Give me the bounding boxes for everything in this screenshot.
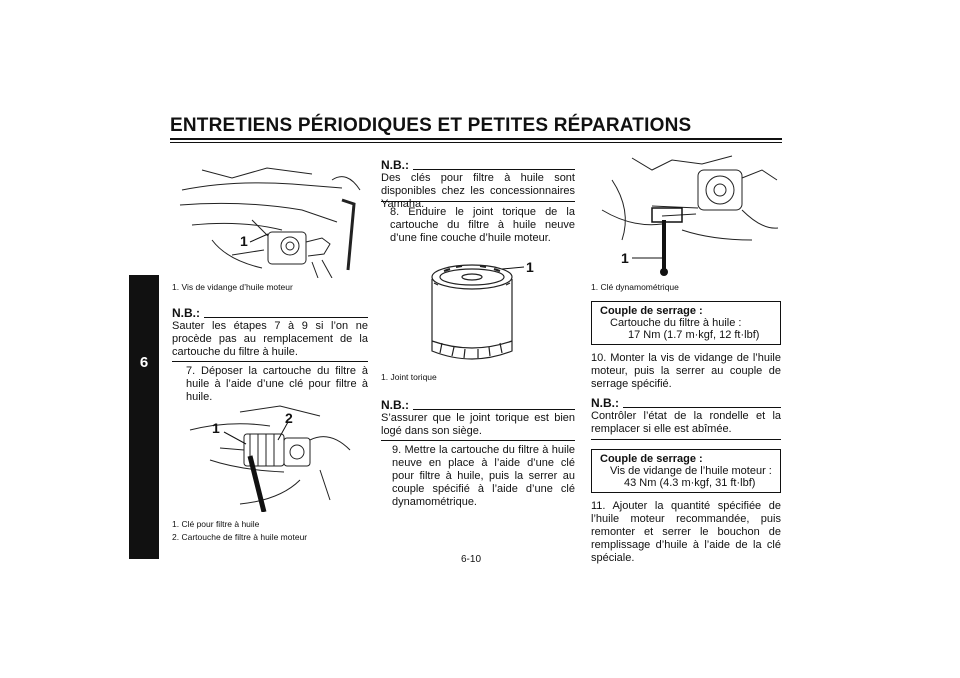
- nb3-end-rule: [381, 440, 575, 441]
- nb3-text: S’assurer que le joint torique est bien …: [381, 412, 575, 437]
- title-rule: [170, 138, 782, 140]
- nb1-rule: [204, 317, 368, 318]
- figure-oil-filter-cartridge: [431, 264, 525, 360]
- nb3-rule: [413, 409, 575, 410]
- fig2-callout-2: 2: [285, 410, 293, 426]
- step-11: 11. Ajouter la quantité spécifiée de l’h…: [591, 500, 781, 564]
- figure-drain-bolt: [179, 167, 361, 278]
- fig1-caption: 1. Vis de vidange d’huile moteur: [172, 282, 293, 292]
- nb1-end-rule: [172, 361, 368, 362]
- nb4-text: Contrôler l’état de la rondelle et la re…: [591, 410, 781, 435]
- torque1-heading: Couple de serrage :: [600, 305, 703, 317]
- fig4-callout-1: 1: [621, 250, 629, 266]
- nb4-end-rule: [591, 439, 781, 440]
- nb2-end-rule: [381, 201, 575, 202]
- fig2-caption-1: 1. Clé pour filtre à huile: [172, 519, 260, 529]
- page-title: ENTRETIENS PÉRIODIQUES ET PETITES RÉPARA…: [170, 115, 692, 136]
- step-10: 10. Monter la vis de vidange de l’huile …: [591, 352, 781, 390]
- nb4-heading: N.B.:: [591, 396, 619, 410]
- nb2-rule: [413, 169, 575, 170]
- step-9: 9. Mettre la cartouche du filtre à huile…: [392, 444, 575, 508]
- title-rule-thin: [170, 142, 782, 143]
- figure-oil-filter-wrench: [189, 405, 351, 512]
- step-7: 7. Déposer la cartouche du filtre à huil…: [186, 365, 368, 403]
- nb2-text: Des clés pour filtre à huile sont dispon…: [381, 172, 575, 210]
- chapter-tab-number: 6: [139, 354, 149, 371]
- torque1-item: Cartouche du filtre à huile :: [610, 317, 742, 329]
- nb2-heading: N.B.:: [381, 158, 409, 172]
- torque2-heading: Couple de serrage :: [600, 453, 703, 465]
- torque-box-2: Couple de serrage : Vis de vidange de l’…: [591, 449, 781, 493]
- torque1-value: 17 Nm (1.7 m·kgf, 12 ft·lbf): [628, 329, 760, 341]
- nb3-heading: N.B.:: [381, 398, 409, 412]
- figure-torque-wrench: [601, 155, 779, 276]
- torque2-item: Vis de vidange de l’huile moteur :: [610, 465, 772, 477]
- fig4-caption: 1. Clé dynamométrique: [591, 282, 679, 292]
- fig3-caption: 1. Joint torique: [381, 372, 437, 382]
- step-8: 8. Enduire le joint torique de la cartou…: [390, 206, 575, 244]
- nb1-text: Sauter les étapes 7 à 9 si l’on ne procè…: [172, 320, 368, 358]
- torque2-value: 43 Nm (4.3 m·kgf, 31 ft·lbf): [624, 477, 756, 489]
- page-number: 6-10: [461, 554, 482, 565]
- fig2-callout-1: 1: [212, 420, 220, 436]
- chapter-tab: [129, 275, 159, 559]
- fig1-callout-1: 1: [240, 233, 248, 249]
- fig3-callout-1: 1: [526, 259, 534, 275]
- fig2-caption-2: 2. Cartouche de filtre à huile moteur: [172, 532, 308, 542]
- torque-box-1: Couple de serrage : Cartouche du filtre …: [591, 301, 781, 345]
- nb4-rule: [623, 407, 781, 408]
- nb1-heading: N.B.:: [172, 306, 200, 320]
